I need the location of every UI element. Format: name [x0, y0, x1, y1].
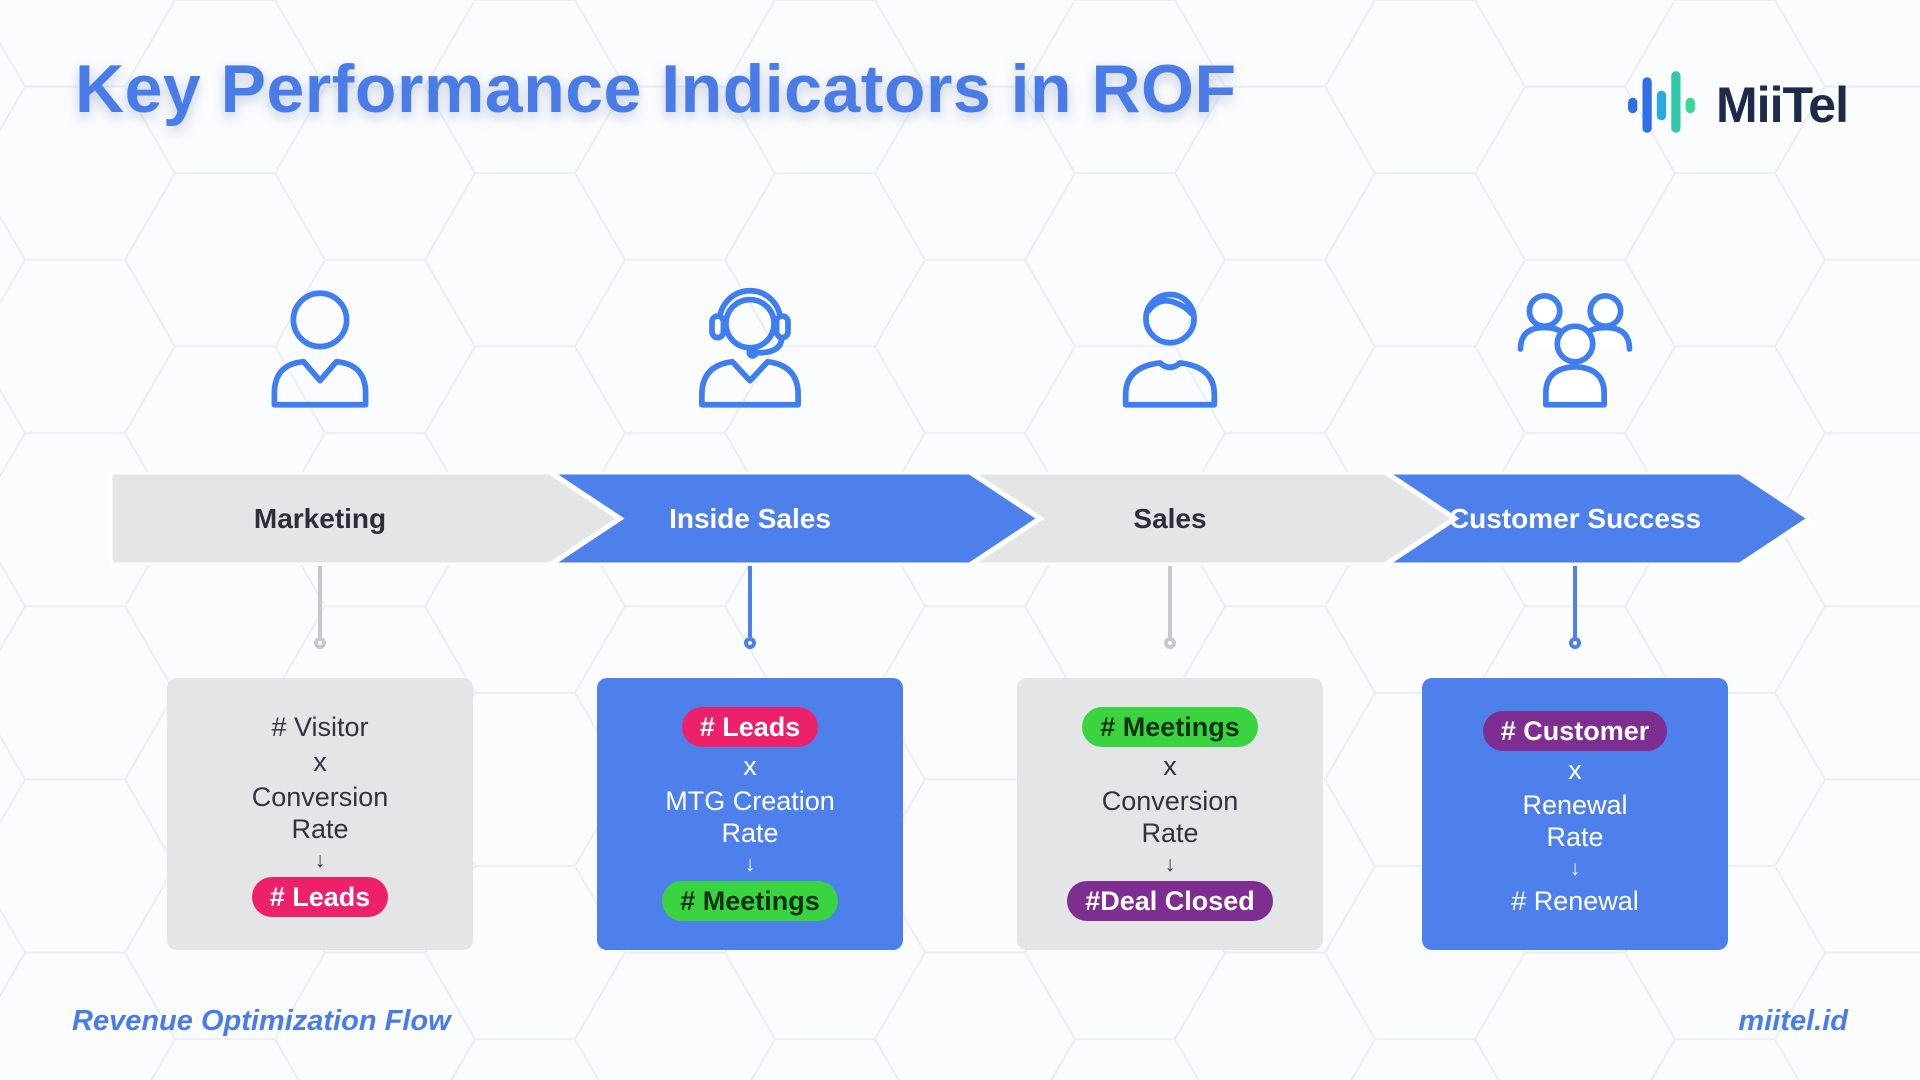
formula-operator: x [313, 747, 327, 777]
connector-line [318, 566, 322, 637]
kpi-card-inside-sales: # Leads x MTG Creation Rate ↓ # Meetings [597, 678, 903, 950]
connector-line [1573, 566, 1577, 637]
flow-segment-inside-sales [545, 472, 1045, 565]
flow-segment-customer-success [1380, 472, 1810, 565]
connector-line [748, 566, 752, 637]
brand-logo: MiiTel [1628, 68, 1849, 142]
connector-ring [1164, 637, 1176, 649]
stage-label: Inside Sales [669, 503, 831, 534]
formula-factor: Renewal Rate [1522, 790, 1628, 852]
down-arrow-icon: ↓ [744, 853, 756, 876]
stage-label: Sales [1133, 503, 1207, 534]
headset-person-icon [674, 270, 826, 428]
stage-customer-success: Customer Success # Customer x Renewal Ra… [1422, 270, 1728, 960]
stage-marketing: Marketing # Visitor x Conversion Rate ↓ … [167, 270, 473, 960]
down-arrow-icon: ↓ [314, 849, 326, 872]
page-title: Key Performance Indicators in ROF [75, 51, 1237, 127]
stage-label: Customer Success [1448, 503, 1702, 534]
connector-ring [744, 637, 756, 649]
down-arrow-icon: ↓ [1569, 857, 1581, 880]
formula-factor: MTG Creation Rate [665, 786, 835, 848]
kpi-card-customer-success: # Customer x Renewal Rate ↓ # Renewal [1422, 678, 1728, 950]
formula-factor: Conversion Rate [251, 782, 389, 844]
flow-segment-sales [965, 472, 1460, 565]
formula-operator: x [1568, 755, 1582, 785]
stage-label: Marketing [253, 503, 387, 534]
process-flow-band [110, 472, 1810, 565]
person-icon [244, 270, 396, 428]
down-arrow-icon: ↓ [1164, 853, 1176, 876]
formula-factor: Conversion Rate [1101, 786, 1239, 848]
connector-ring [314, 637, 326, 649]
formula-output-badge: # Leads [251, 877, 389, 917]
kpi-card-marketing: # Visitor x Conversion Rate ↓ # Leads [167, 678, 473, 950]
formula-output-badge: # Meetings [662, 881, 838, 921]
formula-input-badge: # Meetings [1082, 707, 1258, 747]
formula-input-badge: # Leads [681, 707, 819, 747]
footer-caption: Revenue Optimization Flow [72, 1005, 451, 1037]
formula-input: # Visitor [271, 712, 369, 742]
person-icon [1094, 270, 1246, 428]
kpi-card-sales: # Meetings x Conversion Rate ↓ #Deal Clo… [1017, 678, 1323, 950]
waveform-icon [1628, 71, 1695, 133]
formula-output-badge: #Deal Closed [1067, 881, 1273, 921]
formula-operator: x [1163, 751, 1177, 781]
stage-inside-sales: Inside Sales # Leads x MTG Creation Rate… [597, 270, 903, 960]
connector-ring [1569, 637, 1581, 649]
formula-input-badge: # Customer [1482, 711, 1668, 751]
footer-website: miitel.id [1738, 1005, 1848, 1037]
connector-line [1168, 566, 1172, 637]
stage-sales: Sales # Meetings x Conversion Rate ↓ #De… [1017, 270, 1323, 960]
formula-operator: x [743, 751, 757, 781]
people-group-icon [1499, 270, 1651, 428]
brand-name: MiiTel [1716, 77, 1849, 133]
formula-output: # Renewal [1511, 886, 1639, 916]
